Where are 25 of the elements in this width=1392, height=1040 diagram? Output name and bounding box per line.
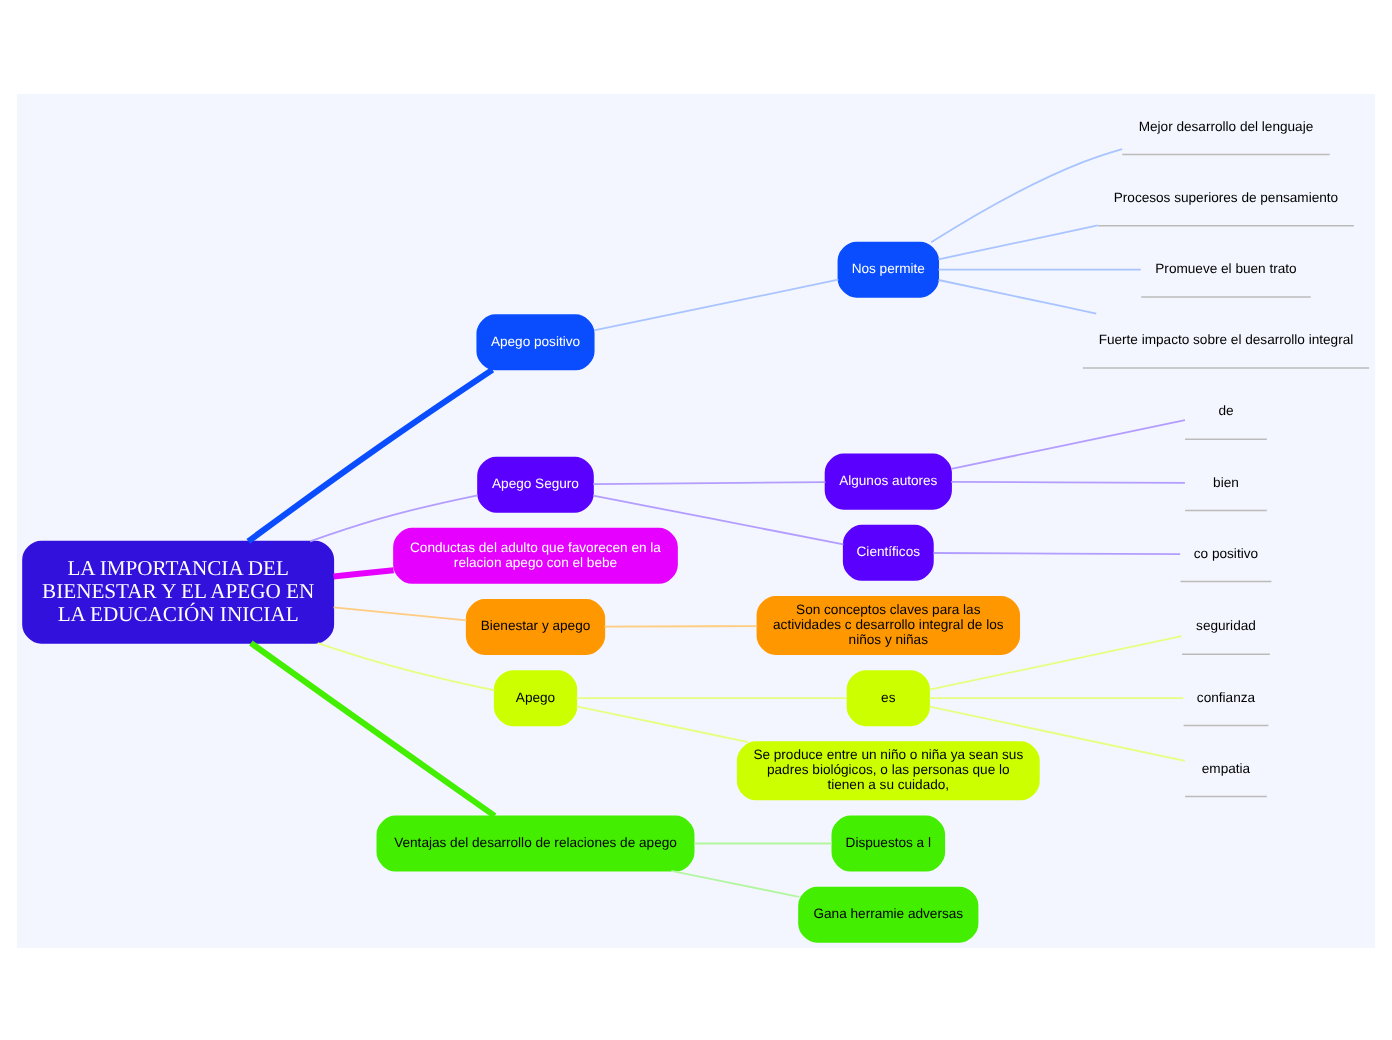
node-box: LA IMPORTANCIA DEL BIENESTAR Y EL APEGO EN LA EDUCACIÓN INICIAL [22, 539, 335, 643]
connector [950, 480, 1186, 483]
connector [593, 277, 840, 331]
connector [592, 480, 827, 485]
connector [575, 696, 848, 699]
connector [930, 147, 1124, 243]
connector [309, 493, 479, 542]
connector [575, 704, 750, 742]
connector [246, 366, 495, 543]
connector [928, 634, 1183, 690]
connector [937, 223, 1099, 260]
connector [603, 624, 759, 627]
connector [333, 566, 394, 579]
connector [928, 704, 1186, 761]
connector [937, 278, 1098, 314]
connector [249, 639, 497, 818]
connector [937, 267, 1142, 270]
connector [670, 868, 800, 897]
connector [950, 418, 1186, 469]
connector [932, 551, 1182, 555]
connector [693, 841, 833, 844]
connector [332, 605, 468, 621]
connector [316, 641, 496, 691]
connector [928, 696, 1185, 699]
connector [592, 493, 845, 545]
